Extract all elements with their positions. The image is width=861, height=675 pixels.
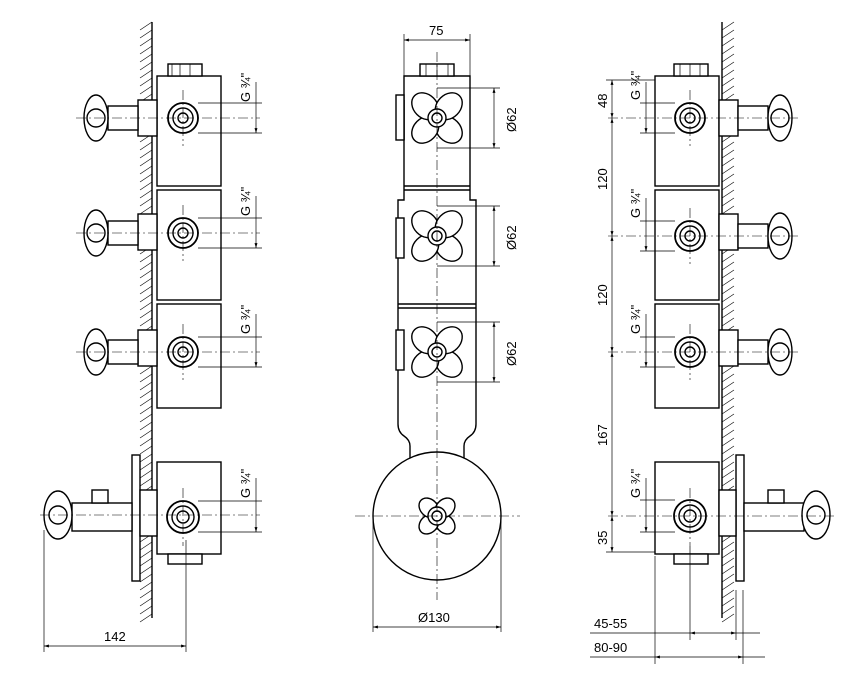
cross-handles-front bbox=[411, 92, 463, 535]
thread-label: G ¾" bbox=[238, 186, 253, 216]
depth-dimension-label: 142 bbox=[104, 629, 126, 644]
thread-label: G ¾" bbox=[628, 188, 643, 218]
thread-label: G ¾" bbox=[628, 468, 643, 498]
wall-depth-label: 45-55 bbox=[594, 616, 627, 631]
side-view-left: G ¾" G ¾" G ¾" G ¾" 142 bbox=[40, 21, 262, 652]
spacing-label: 120 bbox=[595, 168, 610, 190]
handles-left bbox=[43, 94, 139, 540]
handle-diameter-label: Ø62 bbox=[504, 107, 519, 132]
spacing-label: 120 bbox=[595, 284, 610, 306]
center-lines-front bbox=[355, 52, 520, 600]
depth-dimension-left: 142 bbox=[43, 530, 187, 652]
center-lines-left bbox=[40, 90, 260, 546]
width-dimension: 75 bbox=[403, 23, 471, 76]
spacing-dimensions-right: 48 120 120 167 35 bbox=[595, 79, 655, 553]
handle-diameter-dimensions: Ø62 Ø62 Ø62 bbox=[437, 87, 519, 383]
valve-body-right bbox=[654, 63, 745, 582]
thread-label: G ¾" bbox=[238, 72, 253, 102]
thread-callouts-right: G ¾" G ¾" G ¾" G ¾" bbox=[628, 70, 675, 533]
thread-label: G ¾" bbox=[628, 304, 643, 334]
valve-body-left bbox=[131, 63, 222, 582]
disc-diameter-label: Ø130 bbox=[418, 610, 450, 625]
handle-diameter-label: Ø62 bbox=[504, 225, 519, 250]
thread-label: G ¾" bbox=[628, 70, 643, 100]
spacing-label: 48 bbox=[595, 94, 610, 108]
spacing-label: 35 bbox=[595, 531, 610, 545]
wall-depth-label: 80-90 bbox=[594, 640, 627, 655]
handle-diameter-label: Ø62 bbox=[504, 341, 519, 366]
thread-callouts-left: G ¾" G ¾" G ¾" G ¾" bbox=[198, 72, 262, 533]
side-view-right: G ¾" G ¾" G ¾" G ¾" 48 120 120 167 35 bbox=[590, 21, 835, 664]
front-view: 75 Ø62 Ø62 Ø62 Ø130 bbox=[355, 23, 520, 632]
disc-diameter-dimension: Ø130 bbox=[372, 516, 502, 632]
wall-depth-dimensions: 45-55 80-90 bbox=[590, 546, 765, 664]
spacing-label: 167 bbox=[595, 424, 610, 446]
thread-label: G ¾" bbox=[238, 304, 253, 334]
handles-right bbox=[737, 94, 831, 540]
width-dimension-label: 75 bbox=[429, 23, 443, 38]
thread-label: G ¾" bbox=[238, 468, 253, 498]
